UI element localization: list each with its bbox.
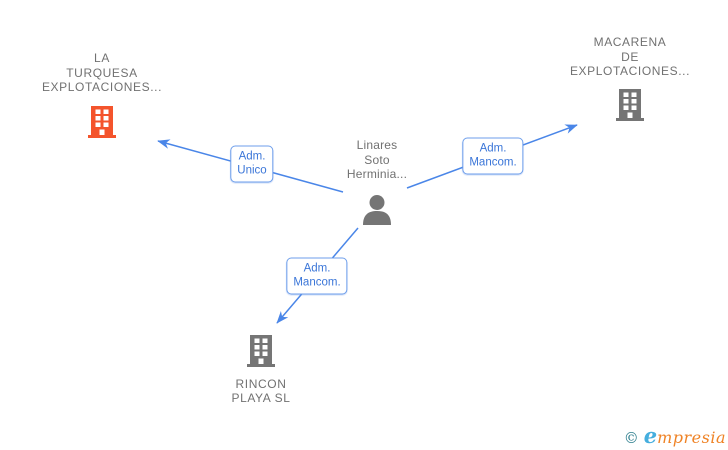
building-icon <box>615 88 645 125</box>
company-node-macarena[interactable]: MACARENA DE EXPLOTACIONES... <box>545 35 715 124</box>
edge-label-line: Mancom. <box>293 276 341 289</box>
company-name-line: DE <box>621 49 639 64</box>
company-node-rincon-playa[interactable]: RINCON PLAYA SL <box>186 335 336 406</box>
company-name-line: MACARENA <box>593 35 667 49</box>
empresia-logo: e mpresia <box>643 423 726 448</box>
edge-label-adm-mancom-bottom: Adm. Mancom. <box>286 257 348 295</box>
person-node-linares-soto[interactable]: Linares Soto Herminia... <box>302 138 452 228</box>
company-name-line: LA <box>94 51 110 65</box>
person-name-line: Herminia... <box>346 167 408 181</box>
edge-label-adm-unico: Adm. Unico <box>230 145 274 183</box>
company-name-line: TURQUESA <box>66 65 138 80</box>
person-name-line: Soto <box>364 152 390 167</box>
edge-label-line: Adm. <box>238 150 266 163</box>
company-name-line: PLAYA SL <box>231 391 291 405</box>
person-icon <box>360 194 394 229</box>
edge-label-line: Adm. <box>479 142 507 155</box>
edge-label-line: Mancom. <box>469 156 517 169</box>
edge-label-line: Adm. <box>303 262 331 275</box>
copyright-icon: © <box>623 429 639 447</box>
logo-initial: e <box>643 423 658 448</box>
person-name-line: Linares <box>356 138 398 152</box>
company-name-line: RINCON <box>235 376 287 391</box>
building-icon <box>87 105 117 142</box>
empresia-watermark: © e mpresia <box>623 423 726 448</box>
company-name-line: EXPLOTACIONES... <box>569 64 691 78</box>
edge-label-adm-mancom-top: Adm. Mancom. <box>462 137 524 175</box>
logo-rest: mpresia <box>657 428 726 447</box>
company-name-line: EXPLOTACIONES... <box>41 80 163 94</box>
building-icon <box>246 335 276 371</box>
edge-label-line: Unico <box>237 164 267 177</box>
company-node-la-turquesa[interactable]: LA TURQUESA EXPLOTACIONES... <box>17 51 187 141</box>
